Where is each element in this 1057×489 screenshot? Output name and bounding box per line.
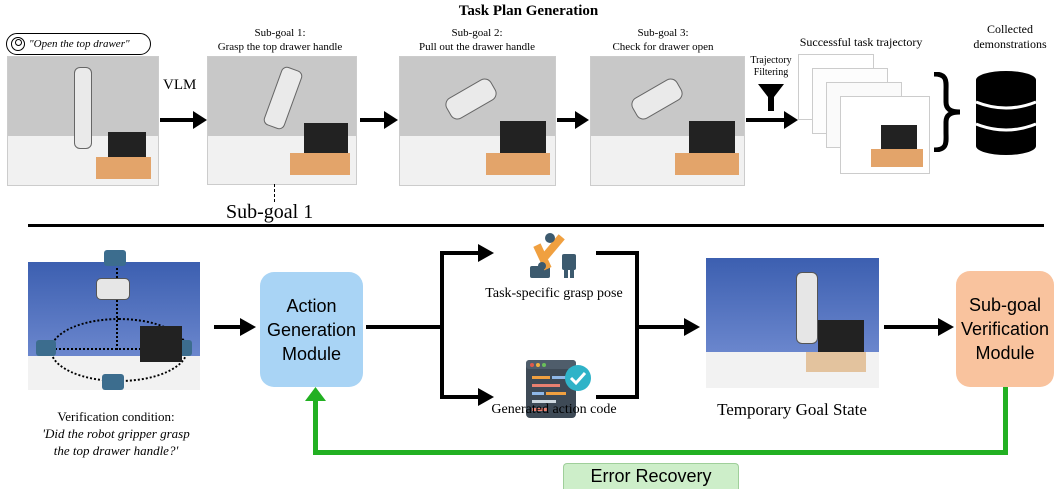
temporary-goal-image bbox=[706, 258, 879, 388]
robot-arm bbox=[796, 272, 818, 344]
error-recovery-label: Error Recovery bbox=[563, 463, 739, 489]
subgoal-1-callout: Sub-goal 1 bbox=[226, 201, 314, 223]
arrow-sg1-sg2 bbox=[360, 118, 386, 122]
merge-vertical-right bbox=[635, 251, 639, 399]
code-editor-icon bbox=[526, 360, 591, 418]
user-icon bbox=[11, 37, 25, 51]
database-icon bbox=[975, 71, 1037, 155]
grasp-pose-label: Task-specific grasp pose bbox=[485, 286, 623, 301]
verify-module-line-1: Sub-goal bbox=[968, 295, 1042, 315]
verification-caption: Verification condition: 'Did the robot g… bbox=[0, 408, 232, 459]
arrow-to-verify-module bbox=[884, 325, 940, 329]
arrow-to-action-module-head bbox=[240, 318, 256, 336]
error-loop-down bbox=[1003, 387, 1008, 454]
error-recovery-text: Error Recovery bbox=[590, 466, 712, 486]
action-code-label: Generated action code bbox=[491, 402, 617, 417]
vlm-arrow-head bbox=[193, 111, 207, 129]
instruction-pill: "Open the top drawer" bbox=[6, 33, 151, 55]
arrow-sg2-sg3-head bbox=[575, 111, 589, 129]
instruction-text: "Open the top drawer" bbox=[29, 38, 130, 50]
branch-top-in-head bbox=[478, 244, 494, 262]
temp-goal-label: Temporary Goal State bbox=[717, 400, 867, 419]
merge-top-out bbox=[596, 251, 638, 255]
filter-label-2: Filtering bbox=[753, 67, 789, 78]
section-divider bbox=[28, 224, 1044, 227]
brace-icon bbox=[933, 72, 961, 152]
collected-label-1: Collected bbox=[987, 22, 1033, 36]
arrow-filter-head bbox=[784, 111, 798, 129]
branch-stem bbox=[366, 325, 444, 329]
subgoal-1-caption: Sub-goal 1: Grasp the top drawer handle bbox=[205, 26, 355, 54]
verify-module-line-3: Module bbox=[975, 343, 1035, 363]
subgoal-verification-module: Sub-goal Verification Module bbox=[956, 271, 1054, 387]
filter-label-1: Trajectory bbox=[750, 55, 792, 66]
branch-top-in bbox=[440, 251, 480, 255]
branch-vertical-left bbox=[440, 251, 444, 399]
arrow-to-verify-module-head bbox=[938, 318, 954, 336]
subgoal-3-desc: Check for drawer open bbox=[612, 41, 714, 53]
verification-question-line-1: 'Did the robot gripper grasp bbox=[42, 426, 190, 441]
action-module-line-1: Action bbox=[286, 295, 337, 316]
subgoal-2-caption: Sub-goal 2: Pull out the drawer handle bbox=[396, 26, 558, 54]
verify-module-line-2: Verification bbox=[960, 319, 1050, 339]
verification-question-line-2: the top drawer handle?' bbox=[53, 443, 179, 458]
action-module-line-3: Module bbox=[281, 343, 342, 364]
action-module-line-2: Generation bbox=[266, 319, 357, 340]
error-loop-arrow-head bbox=[305, 387, 326, 401]
error-loop-up bbox=[313, 398, 318, 455]
subgoal-1-desc: Grasp the top drawer handle bbox=[217, 41, 343, 53]
subgoal-3-image bbox=[590, 56, 745, 186]
arrow-to-temp-goal-head bbox=[684, 318, 700, 336]
arrow-to-temp-goal bbox=[638, 325, 686, 329]
subgoal-1-title: Sub-goal 1: bbox=[254, 27, 306, 39]
merge-bottom-out bbox=[596, 395, 638, 399]
action-generation-module: Action Generation Module bbox=[260, 272, 363, 387]
subgoal-3-title: Sub-goal 3: bbox=[637, 27, 689, 39]
task-plan-title: Task Plan Generation bbox=[458, 3, 599, 19]
camera-icon bbox=[36, 340, 56, 356]
subgoal-2-image bbox=[399, 56, 556, 186]
drawer-cabinet bbox=[140, 326, 182, 362]
verification-scene-image bbox=[28, 250, 200, 390]
vlm-arrow bbox=[160, 118, 196, 122]
branch-bottom-in bbox=[440, 395, 480, 399]
arrow-filter bbox=[746, 118, 786, 122]
initial-scene-image bbox=[7, 56, 159, 186]
error-loop-bottom bbox=[313, 450, 1008, 455]
subgoal-3-caption: Sub-goal 3: Check for drawer open bbox=[588, 26, 738, 54]
subgoal-2-title: Sub-goal 2: bbox=[451, 27, 503, 39]
successful-trajectory-label: Successful task trajectory bbox=[799, 35, 923, 49]
collected-demos-label: Collected demonstrations bbox=[964, 22, 1056, 52]
arrow-sg2-sg3 bbox=[557, 118, 577, 122]
robot-arm-icon bbox=[530, 233, 576, 278]
camera-icon bbox=[102, 374, 124, 390]
trajectory-filtering-label: Trajectory Filtering bbox=[744, 55, 798, 79]
collected-label-2: demonstrations bbox=[973, 37, 1047, 51]
arrow-to-action-module bbox=[214, 325, 242, 329]
branch-bottom-in-head bbox=[478, 388, 494, 406]
subgoal-1-callout-line bbox=[274, 184, 275, 202]
verification-title: Verification condition: bbox=[57, 409, 175, 424]
robot-arm bbox=[96, 278, 130, 300]
subgoal-2-desc: Pull out the drawer handle bbox=[418, 41, 536, 53]
robot-arm bbox=[74, 67, 92, 149]
vlm-label: VLM bbox=[163, 77, 197, 93]
filter-funnel-icon bbox=[758, 84, 784, 111]
trajectory-stack bbox=[798, 54, 930, 174]
camera-icon bbox=[104, 250, 126, 266]
subgoal-1-image bbox=[207, 56, 357, 185]
arrow-sg1-sg2-head bbox=[384, 111, 398, 129]
